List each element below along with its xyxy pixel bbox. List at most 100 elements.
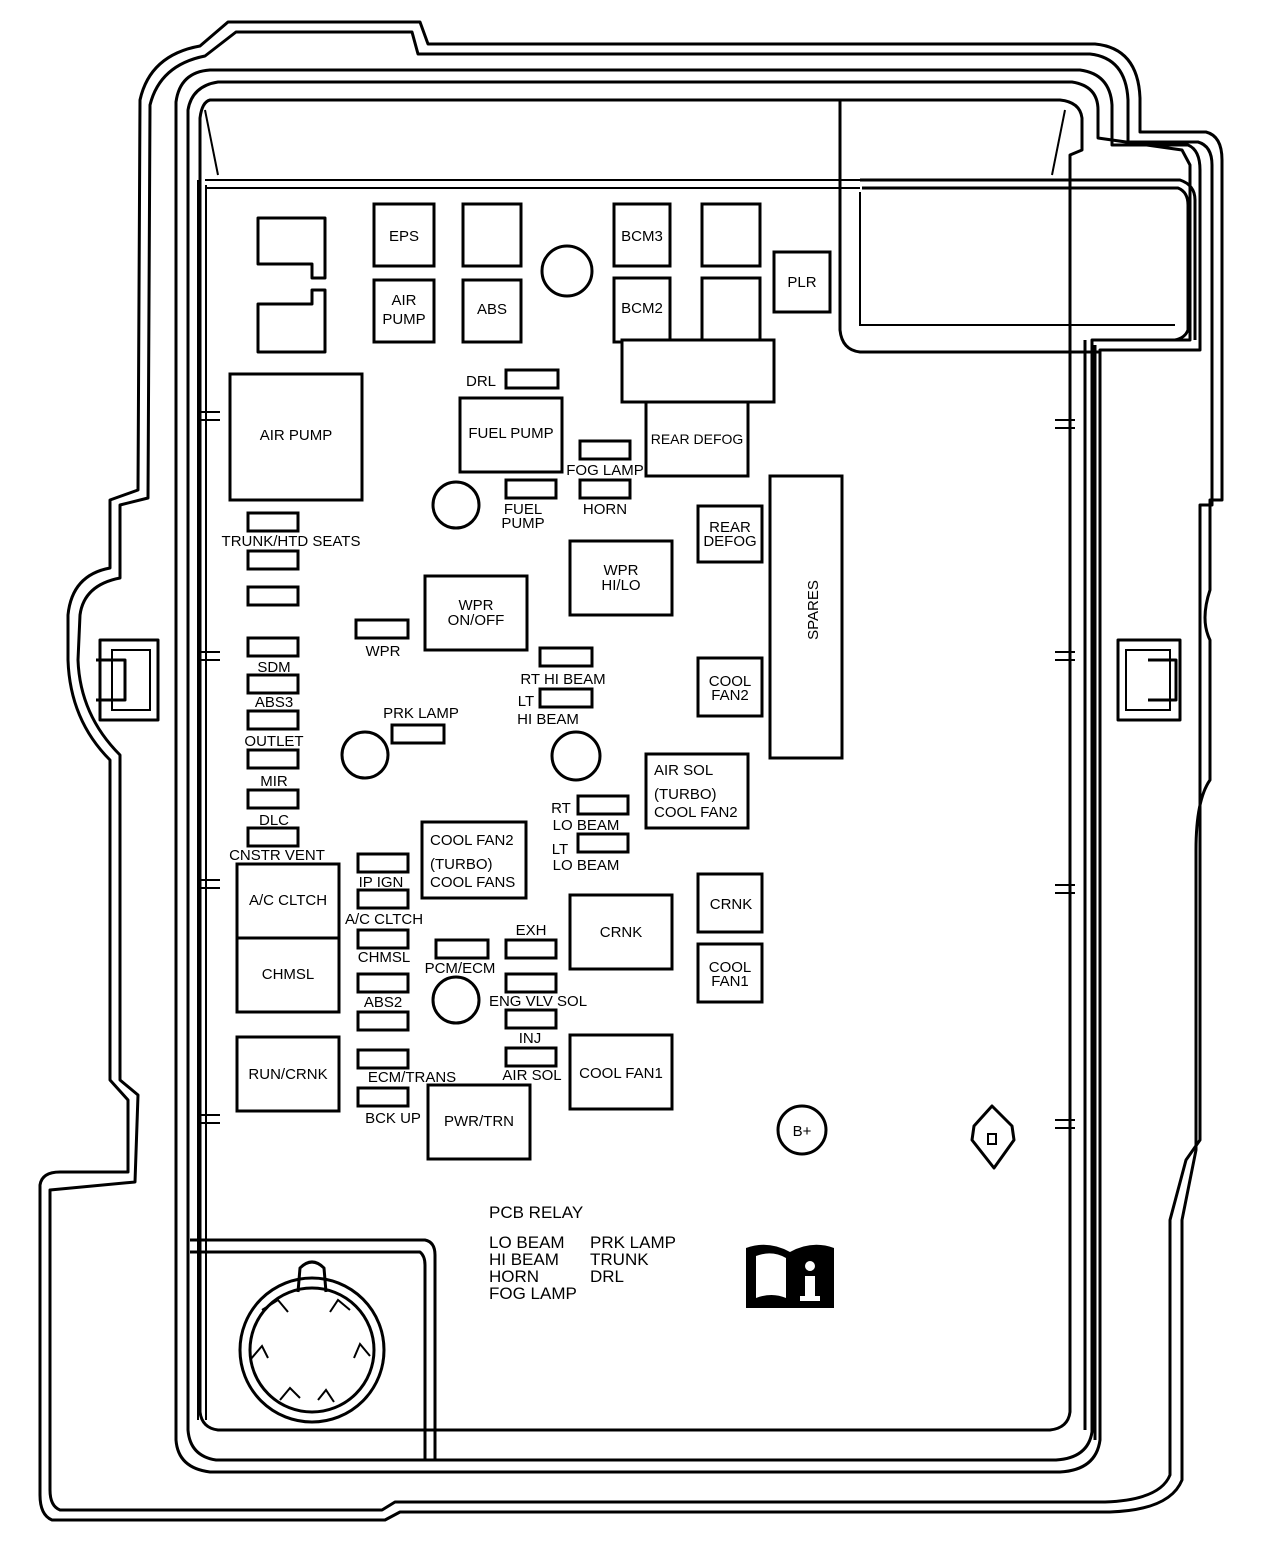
svg-text:TRUNK/HTD SEATS: TRUNK/HTD SEATS [222,533,361,550]
pcb-relay-legend: PCB RELAY LO BEAM HI BEAM HORN FOG LAMP … [489,1203,676,1303]
mount-hole-3 [340,730,390,780]
svg-text:COOL: COOL [709,959,752,976]
top-left-slots [256,216,327,354]
svg-text:BCM3: BCM3 [621,228,663,245]
svg-text:PLR: PLR [787,274,816,291]
cool-fan2-turbo-relay: COOL FAN2 (TURBO) COOL FANS [420,820,528,900]
svg-text:FAN2: FAN2 [711,687,749,704]
blank-fuse-2 [246,585,300,607]
svg-text:PRK LAMP: PRK LAMP [383,705,459,722]
abs2-fuse: ABS2 [356,994,410,1032]
pcb-item: DRL [590,1267,624,1286]
ip-ign-fuse: IP IGN [356,852,410,891]
mir-fuse: MIR [246,748,300,790]
svg-text:DLC: DLC [259,812,289,829]
blank-relay-1 [461,202,523,268]
pcb-item: TRUNK [590,1250,649,1269]
blank-relay-2 [700,202,762,268]
svg-text:PWR/TRN: PWR/TRN [444,1113,514,1130]
bcm2-fuse: BCM2 [612,276,672,344]
abs3-fuse: ABS3 [246,673,300,711]
spares-block: SPARES [768,474,844,760]
svg-text:SDM: SDM [257,659,290,676]
svg-text:LT: LT [552,841,568,858]
pcb-item: FOG LAMP [489,1284,577,1303]
svg-text:ON/OFF: ON/OFF [448,612,505,629]
svg-text:IP IGN: IP IGN [359,874,404,891]
pcb-item: HI BEAM [489,1250,559,1269]
svg-text:LO BEAM: LO BEAM [553,817,620,834]
svg-text:CNSTR VENT: CNSTR VENT [229,847,325,864]
svg-text:CRNK: CRNK [710,896,753,913]
fuel-pump-fuse: FUEL PUMP [501,478,558,532]
svg-text:COOL FAN2: COOL FAN2 [430,832,514,849]
svg-text:AIR PUMP: AIR PUMP [260,427,333,444]
svg-text:PUMP: PUMP [382,311,425,328]
mount-hole-2 [431,480,481,530]
eng-vlv-sol-fuse: ENG VLV SOL [489,993,587,1030]
fuel-pump-relay: FUEL PUMP [458,396,564,474]
svg-text:RT HI BEAM: RT HI BEAM [520,671,605,688]
mount-hole-4 [550,730,602,782]
rear-defog-relay: REAR DEFOG [644,400,750,478]
svg-text:HI BEAM: HI BEAM [517,711,579,728]
cool-fan1-relay-small: COOL FAN1 [696,942,764,1004]
air-pump-relay: AIR PUMP [372,278,436,344]
svg-text:FOG LAMP: FOG LAMP [566,462,644,479]
rt-hi-beam-fuse: RT HI BEAM [520,646,606,688]
crnk-relay-right: CRNK [696,872,764,934]
abs-relay: ABS [461,278,523,344]
plr-fuse: PLR [772,250,832,314]
svg-text:ECM/TRANS: ECM/TRANS [368,1069,456,1086]
chmsl-relay: CHMSL [235,936,341,1014]
cool-fan1-relay: COOL FAN1 [568,1033,674,1111]
ac-cltch-relay: A/C CLTCH [235,862,341,940]
bottom-left-cap [190,1238,437,1460]
run-crnk-relay: RUN/CRNK [235,1035,341,1113]
mount-hole-1 [540,244,594,298]
exh-fuse: EXH [504,922,558,960]
wpr-onoff-relay: WPR ON/OFF [423,574,529,652]
rt-lo-beam-fuse: RT LO BEAM [551,794,630,834]
sdm-fuse: SDM [246,636,300,676]
svg-text:SPARES: SPARES [805,580,822,640]
blank-fuse-1 [246,549,300,571]
svg-text:REAR DEFOG: REAR DEFOG [651,431,744,447]
svg-text:HORN: HORN [583,501,627,518]
pwr-trn-relay: PWR/TRN [426,1083,532,1161]
svg-text:A/C CLTCH: A/C CLTCH [249,892,327,909]
svg-text:CHMSL: CHMSL [262,966,315,983]
fog-lamp-fuse: FOG LAMP [566,439,644,479]
svg-text:DEFOG: DEFOG [703,533,756,550]
info-book-icon [746,1244,834,1308]
pcb-item: LO BEAM [489,1233,565,1252]
svg-text:AIR: AIR [391,292,416,309]
latch-symbol [970,1104,1016,1170]
svg-text:REAR: REAR [709,519,751,536]
wpr-hilo-relay: WPR HI/LO [568,539,674,617]
svg-text:ENG VLV SOL: ENG VLV SOL [489,993,587,1010]
svg-text:AIR SOL: AIR SOL [654,762,713,779]
rear-defog-fuse: REAR DEFOG [696,504,764,564]
svg-text:(TURBO): (TURBO) [654,786,717,803]
svg-text:BCM2: BCM2 [621,300,663,317]
svg-text:ABS: ABS [477,301,507,318]
svg-text:EXH: EXH [516,922,547,939]
svg-text:HI/LO: HI/LO [601,577,640,594]
chmsl-fuse: CHMSL [356,928,410,966]
inj-fuse: INJ [504,1030,558,1068]
svg-text:PUMP: PUMP [501,515,544,532]
svg-text:RUN/CRNK: RUN/CRNK [248,1066,327,1083]
bck-up-fuse: BCK UP [356,1086,421,1127]
cnstr-vent-fuse: CNSTR VENT [229,826,325,864]
top-right-channel [838,100,1197,1440]
svg-text:OUTLET: OUTLET [244,733,303,750]
lt-lo-beam-fuse: LT LO BEAM [552,832,630,874]
svg-text:ABS2: ABS2 [364,994,402,1011]
horn-fuse: HORN [578,478,632,518]
air-pump-maxi-relay: AIR PUMP [228,372,364,502]
svg-text:WPR: WPR [604,562,639,579]
svg-text:DRL: DRL [466,373,496,390]
air-sol-turbo-relay: AIR SOL (TURBO) COOL FAN2 [644,752,750,830]
